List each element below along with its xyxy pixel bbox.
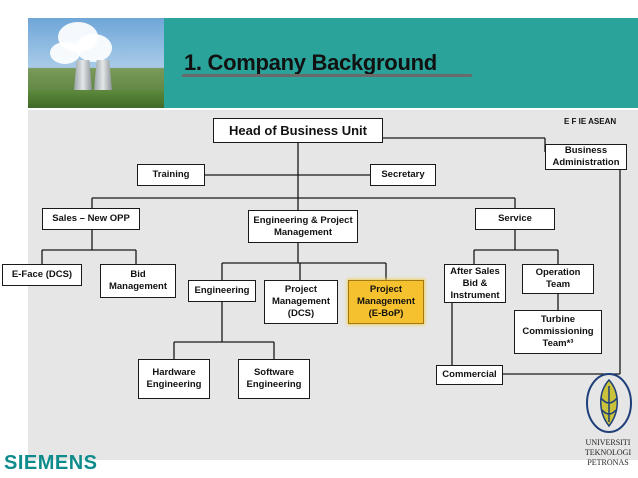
box-hardware-engineering: Hardware Engineering (138, 359, 210, 399)
box-turbine-commissioning-team: Turbine Commissioning Team*³ (514, 310, 602, 354)
box-eface-dcs: E-Face (DCS) (2, 264, 82, 286)
siemens-logo: SIEMENS (4, 452, 98, 474)
page-title: 1. Company Background (184, 50, 437, 75)
box-business-administration: Business Administration (545, 144, 627, 170)
org-unit-label: E F IE ASEAN (564, 117, 617, 126)
box-service: Service (475, 208, 555, 230)
box-commercial: Commercial (436, 365, 503, 385)
box-engineering-project-management: Engineering & Project Management (248, 210, 358, 243)
utp-line-1: UNIVERSITI (585, 438, 631, 447)
box-head-of-business-unit: Head of Business Unit (213, 118, 383, 143)
box-software-engineering: Software Engineering (238, 359, 310, 399)
box-project-management-dcs: Project Management (DCS) (264, 280, 338, 324)
utp-line-3: PETRONAS (587, 458, 629, 467)
box-after-sales-bid-instrument: After Sales Bid & Instrument (444, 264, 506, 303)
utp-line-2: TEKNOLOGI (584, 448, 632, 457)
box-secretary: Secretary (370, 164, 436, 186)
box-sales-new-opp: Sales – New OPP (42, 208, 140, 230)
box-training: Training (137, 164, 205, 186)
utp-emblem-icon (586, 373, 632, 433)
box-engineering: Engineering (188, 280, 256, 302)
utp-wordmark: UNIVERSITI TEKNOLOGI PETRONAS (578, 438, 638, 468)
box-bid-management: Bid Management (100, 264, 176, 298)
power-plant-photo (28, 18, 164, 108)
title-banner (164, 18, 638, 108)
box-operation-team: Operation Team (522, 264, 594, 294)
box-project-management-ebop: Project Management (E-BoP) (348, 280, 424, 324)
